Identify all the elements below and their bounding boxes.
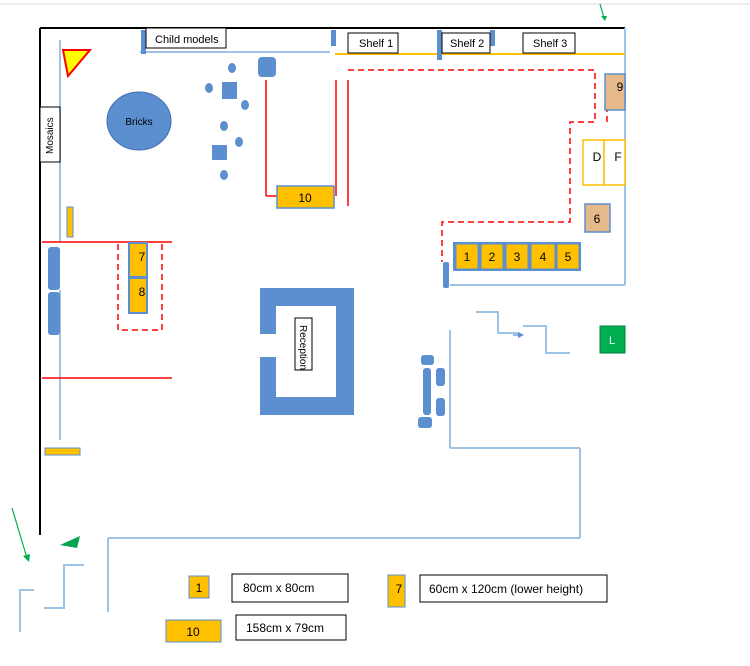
warning-triangle-icon <box>61 49 93 79</box>
left-benches <box>48 247 60 335</box>
exit-box <box>599 325 626 354</box>
shelf-strip <box>66 206 74 238</box>
seating-cluster <box>205 57 276 180</box>
mosaics-box <box>39 106 61 163</box>
barriers <box>42 69 608 379</box>
table-6: 6 <box>594 212 601 226</box>
cabinet-f <box>603 139 626 186</box>
table-7-box <box>130 244 146 276</box>
reception-desk <box>260 288 354 415</box>
bricks-area <box>106 91 172 151</box>
cabinet-f-label: F <box>614 150 621 164</box>
legend-key10-size: 158cm x 79cm <box>246 621 324 635</box>
shelf1-label: Shelf 1 <box>359 38 393 50</box>
table-1: 1 <box>464 250 471 264</box>
reception-label: Reception <box>297 325 308 370</box>
table-6-box <box>584 203 611 233</box>
cabinet-d-label: D <box>593 150 602 164</box>
table-5: 5 <box>565 250 572 264</box>
legend-key7-number: 7 <box>396 582 403 596</box>
table-10-box <box>276 185 335 209</box>
tables-row: 1 2 3 4 5 <box>453 242 581 271</box>
shelf-strip-bottom <box>44 447 81 456</box>
table-7: 7 <box>139 250 146 264</box>
table-8: 8 <box>139 285 146 299</box>
entrance-marker-icon <box>60 536 80 548</box>
table-10: 10 <box>298 191 312 205</box>
arrows <box>11 3 607 562</box>
legend-key10-number: 10 <box>186 625 200 639</box>
shelf3-label: Shelf 3 <box>533 38 567 50</box>
mosaics-label: Mosaics <box>45 117 56 154</box>
table-4: 4 <box>540 250 547 264</box>
table-2: 2 <box>489 250 496 264</box>
side-seats <box>418 355 445 428</box>
table-9: 9 <box>617 80 624 94</box>
legend-key1-size: 80cm x 80cm <box>243 581 314 595</box>
table-8-box <box>130 279 146 312</box>
reception-box <box>294 317 313 371</box>
table-3: 3 <box>514 250 521 264</box>
shelf2-label: Shelf 2 <box>450 38 484 50</box>
wall-posts <box>141 30 495 288</box>
bricks-label: Bricks <box>125 117 152 128</box>
exit-label: L <box>609 335 615 347</box>
shelf-labels: Child models Shelf 1 Shelf 2 Shelf 3 <box>145 27 576 54</box>
legend-key1-number: 1 <box>196 581 203 595</box>
child-models-label: Child models <box>155 34 219 46</box>
legend-key7-size: 60cm x 120cm (lower height) <box>429 582 583 596</box>
table-9-box <box>604 73 626 111</box>
legend: 1 80cm x 80cm 7 60cm x 120cm (lower heig… <box>165 573 608 643</box>
